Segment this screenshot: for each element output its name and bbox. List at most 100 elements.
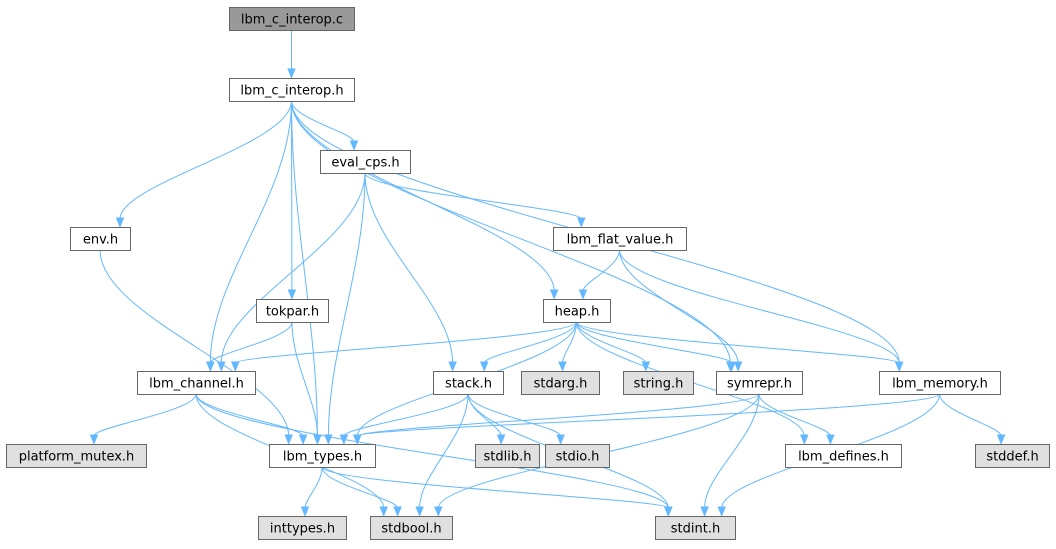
edge-heap-h-to-stdarg-h bbox=[562, 321, 577, 364]
arrowhead-stdbool-h bbox=[415, 506, 424, 517]
edge-heap-h-to-symrepr-h bbox=[576, 321, 733, 364]
node-label-eval-cps-h: eval_cps.h bbox=[331, 156, 399, 171]
edge-lbm-channel-h-to-lbm-types-h bbox=[195, 393, 304, 437]
node-box-symrepr-h[interactable] bbox=[716, 371, 803, 395]
node-stdint-h: stdint.h bbox=[655, 516, 736, 540]
edge-lbm-channel-h-to-stdint-h bbox=[195, 393, 669, 509]
arrowhead-inttypes-h bbox=[300, 506, 310, 517]
node-box-lbm-defines-h[interactable] bbox=[785, 444, 902, 468]
node-box-stddef-h bbox=[975, 444, 1050, 468]
arrowhead-heap-h bbox=[578, 289, 588, 300]
arrowhead-stdio-h bbox=[556, 434, 565, 445]
node-box-lbm-c-interop-c[interactable] bbox=[229, 7, 355, 31]
edge-eval-cps-h-to-lbm-channel-h bbox=[220, 172, 366, 364]
arrowhead-env-h bbox=[115, 217, 125, 228]
nodes-layer: lbm_c_interop.c lbm_c_interop.h eval_cps.h… bbox=[6, 7, 1050, 540]
node-platform-mutex-h: platform_mutex.h bbox=[6, 444, 147, 468]
node-label-lbm-channel-h: lbm_channel.h bbox=[149, 377, 244, 392]
node-box-lbm-types-h[interactable] bbox=[269, 444, 376, 468]
node-label-symrepr-h: symrepr.h bbox=[727, 377, 792, 392]
node-env-h[interactable]: env.h bbox=[70, 227, 131, 251]
node-label-lbm-defines-h: lbm_defines.h bbox=[798, 450, 889, 465]
node-symrepr-h[interactable]: symrepr.h bbox=[716, 371, 803, 395]
node-lbm-flat-value-h[interactable]: lbm_flat_value.h bbox=[553, 227, 687, 251]
arrowhead-stack-h bbox=[480, 361, 489, 372]
node-box-lbm-c-interop-h[interactable] bbox=[229, 78, 355, 102]
arrowhead-lbm-defines-h bbox=[800, 434, 809, 445]
edge-symrepr-h-to-stdint-h bbox=[704, 393, 760, 509]
arrowhead-stdarg-h bbox=[558, 361, 567, 372]
node-label-heap-h: heap.h bbox=[555, 305, 600, 320]
arrowhead-lbm-channel-h bbox=[217, 361, 226, 372]
node-lbm-memory-h[interactable]: lbm_memory.h bbox=[879, 371, 1001, 395]
node-box-lbm-flat-value-h[interactable] bbox=[553, 227, 687, 251]
edge-lbm-c-interop-h-to-env-h bbox=[119, 100, 292, 220]
node-box-lbm-channel-h[interactable] bbox=[137, 371, 256, 395]
edge-stack-h-to-stdlib-h bbox=[467, 393, 502, 437]
node-heap-h[interactable]: heap.h bbox=[543, 299, 611, 323]
edge-lbm-memory-h-to-stddef-h bbox=[939, 393, 1002, 437]
node-lbm-c-interop-c[interactable]: lbm_c_interop.c bbox=[229, 7, 355, 31]
node-inttypes-h: inttypes.h bbox=[258, 516, 347, 540]
arrowhead-lbm-c-interop-h bbox=[287, 68, 296, 79]
edge-eval-cps-h-to-lbm-flat-value-h bbox=[364, 172, 582, 220]
node-box-eval-cps-h[interactable] bbox=[320, 150, 411, 174]
node-box-stdint-h bbox=[655, 516, 736, 540]
arrowhead-symrepr-h bbox=[727, 361, 736, 372]
edge-eval-cps-h-to-stack-h bbox=[364, 172, 454, 364]
edge-lbm-channel-h-to-platform-mutex-h bbox=[93, 393, 197, 437]
arrowhead-stack-h bbox=[448, 361, 457, 372]
edge-lbm-memory-h-to-lbm-types-h bbox=[356, 393, 940, 437]
node-label-lbm-c-interop-h: lbm_c_interop.h bbox=[240, 84, 343, 99]
arrowhead-lbm-types-h bbox=[339, 434, 349, 445]
node-eval-cps-h[interactable]: eval_cps.h bbox=[320, 150, 411, 174]
node-box-platform-mutex-h bbox=[6, 444, 147, 468]
node-box-env-h[interactable] bbox=[70, 227, 131, 251]
arrowhead-platform-mutex-h bbox=[89, 434, 99, 445]
node-stddef-h: stddef.h bbox=[975, 444, 1050, 468]
node-lbm-types-h[interactable]: lbm_types.h bbox=[269, 444, 376, 468]
node-stdio-h: stdio.h bbox=[545, 444, 610, 468]
arrowhead-stdbool-h bbox=[379, 506, 388, 517]
node-label-lbm-c-interop-c: lbm_c_interop.c bbox=[241, 13, 343, 28]
arrowhead-stdbool-h bbox=[393, 506, 402, 517]
edge-stack-h-to-stdio-h bbox=[467, 393, 562, 437]
arrowhead-lbm-flat-value-h bbox=[577, 217, 586, 228]
edge-stack-h-to-stdbool-h bbox=[419, 393, 469, 509]
edges-layer bbox=[89, 30, 1006, 517]
arrowhead-lbm-types-h bbox=[284, 434, 293, 445]
node-lbm-defines-h[interactable]: lbm_defines.h bbox=[785, 444, 902, 468]
node-box-stdio-h bbox=[545, 444, 610, 468]
edge-tokpar-h-to-lbm-channel-h bbox=[209, 321, 293, 364]
edge-stack-h-to-lbm-types-h bbox=[343, 393, 469, 437]
arrowhead-stdint-h bbox=[700, 506, 709, 517]
node-stack-h[interactable]: stack.h bbox=[433, 371, 504, 395]
node-box-stack-h[interactable] bbox=[433, 371, 504, 395]
node-box-heap-h[interactable] bbox=[543, 299, 611, 323]
node-lbm-channel-h[interactable]: lbm_channel.h bbox=[137, 371, 256, 395]
edge-env-h-to-lbm-types-h bbox=[99, 249, 290, 437]
arrowhead-stdint-h bbox=[664, 506, 673, 517]
node-tokpar-h[interactable]: tokpar.h bbox=[256, 299, 329, 323]
arrowhead-stdint-h bbox=[717, 506, 726, 517]
arrowhead-lbm-types-h bbox=[298, 434, 308, 445]
edge-lbm-flat-value-h-to-heap-h bbox=[582, 249, 620, 292]
edge-lbm-c-interop-h-to-lbm-channel-h bbox=[209, 100, 292, 364]
edge-symrepr-h-to-lbm-defines-h bbox=[758, 393, 831, 437]
node-lbm-c-interop-h[interactable]: lbm_c_interop.h bbox=[229, 78, 355, 102]
edge-tokpar-h-to-lbm-types-h bbox=[291, 321, 318, 437]
node-box-lbm-memory-h[interactable] bbox=[879, 371, 1001, 395]
node-label-string-h: string.h bbox=[634, 377, 684, 392]
arrowhead-lbm-types-h bbox=[313, 434, 322, 445]
node-box-tokpar-h[interactable] bbox=[256, 299, 329, 323]
node-label-stdint-h: stdint.h bbox=[671, 522, 720, 537]
edge-heap-h-to-lbm-memory-h bbox=[576, 321, 900, 364]
edge-lbm-flat-value-h-to-symrepr-h bbox=[619, 249, 739, 364]
arrowhead-symrepr-h bbox=[733, 361, 743, 372]
arrowhead-tokpar-h bbox=[287, 289, 297, 300]
arrowhead-lbm-channel-h bbox=[206, 361, 215, 372]
edge-lbm-types-h-to-stdbool-h bbox=[321, 466, 399, 509]
node-box-stdlib-h bbox=[475, 444, 540, 468]
node-label-stdio-h: stdio.h bbox=[556, 450, 600, 465]
